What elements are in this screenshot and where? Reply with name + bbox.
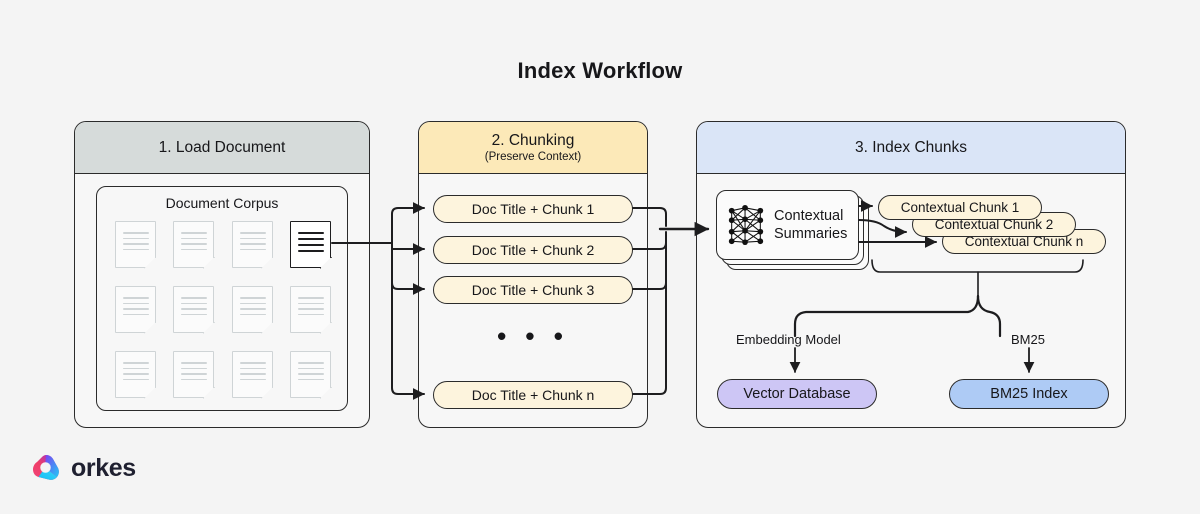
document-corpus-title: Document Corpus <box>165 195 279 211</box>
embedding-model-label: Embedding Model <box>736 332 841 347</box>
document-corpus-box: Document Corpus <box>96 186 348 411</box>
document-icon-selected[interactable] <box>290 221 332 268</box>
contextual-summaries-line2: Summaries <box>774 226 848 242</box>
orkes-logo-icon <box>33 455 59 480</box>
panel-chunking: 2. Chunking (Preserve Context) <box>418 121 648 428</box>
contextual-summaries-line1: Contextual <box>774 208 844 224</box>
document-icon <box>114 286 156 333</box>
panel-chunking-title: 2. Chunking <box>491 132 575 149</box>
contextual-summaries-box[interactable]: Contextual Summaries <box>716 190 859 260</box>
bm25-label: BM25 <box>1011 332 1045 347</box>
document-icon <box>290 351 332 398</box>
panel-chunking-subtitle: (Preserve Context) <box>484 151 582 163</box>
panel-index-chunks-header: 3. Index Chunks <box>697 122 1125 174</box>
bm25-index-node[interactable]: BM25 Index <box>949 379 1109 409</box>
document-icon <box>173 221 215 268</box>
vector-database-node[interactable]: Vector Database <box>717 379 877 409</box>
neural-network-icon <box>728 204 764 246</box>
document-icon <box>173 351 215 398</box>
page-title: Index Workflow <box>517 58 683 83</box>
document-icon <box>231 286 273 333</box>
document-icon <box>114 221 156 268</box>
contextual-chunk-pill[interactable]: Contextual Chunk 1 <box>878 195 1042 220</box>
chunk-pill[interactable]: Doc Title + Chunk 2 <box>433 236 633 264</box>
panel-index-chunks: 3. Index Chunks <box>696 121 1126 428</box>
document-icon <box>290 286 332 333</box>
document-grid <box>111 221 335 398</box>
chunk-ellipsis: • • • <box>497 321 569 351</box>
panel-load-document-header: 1. Load Document <box>75 122 369 174</box>
brand-logo: orkes <box>30 452 136 484</box>
panel-chunking-header: 2. Chunking (Preserve Context) <box>419 122 647 174</box>
panel-index-chunks-title: 3. Index Chunks <box>854 138 967 156</box>
document-icon <box>114 351 156 398</box>
contextual-summaries-label: Contextual Summaries <box>774 207 847 243</box>
chunk-pill[interactable]: Doc Title + Chunk n <box>433 381 633 409</box>
chunk-pill[interactable]: Doc Title + Chunk 3 <box>433 276 633 304</box>
document-icon <box>173 286 215 333</box>
brand-name: orkes <box>71 453 136 482</box>
document-icon <box>231 221 273 268</box>
document-icon <box>231 351 273 398</box>
panel-load-document-title: 1. Load Document <box>158 138 286 156</box>
chunk-pill[interactable]: Doc Title + Chunk 1 <box>433 195 633 223</box>
